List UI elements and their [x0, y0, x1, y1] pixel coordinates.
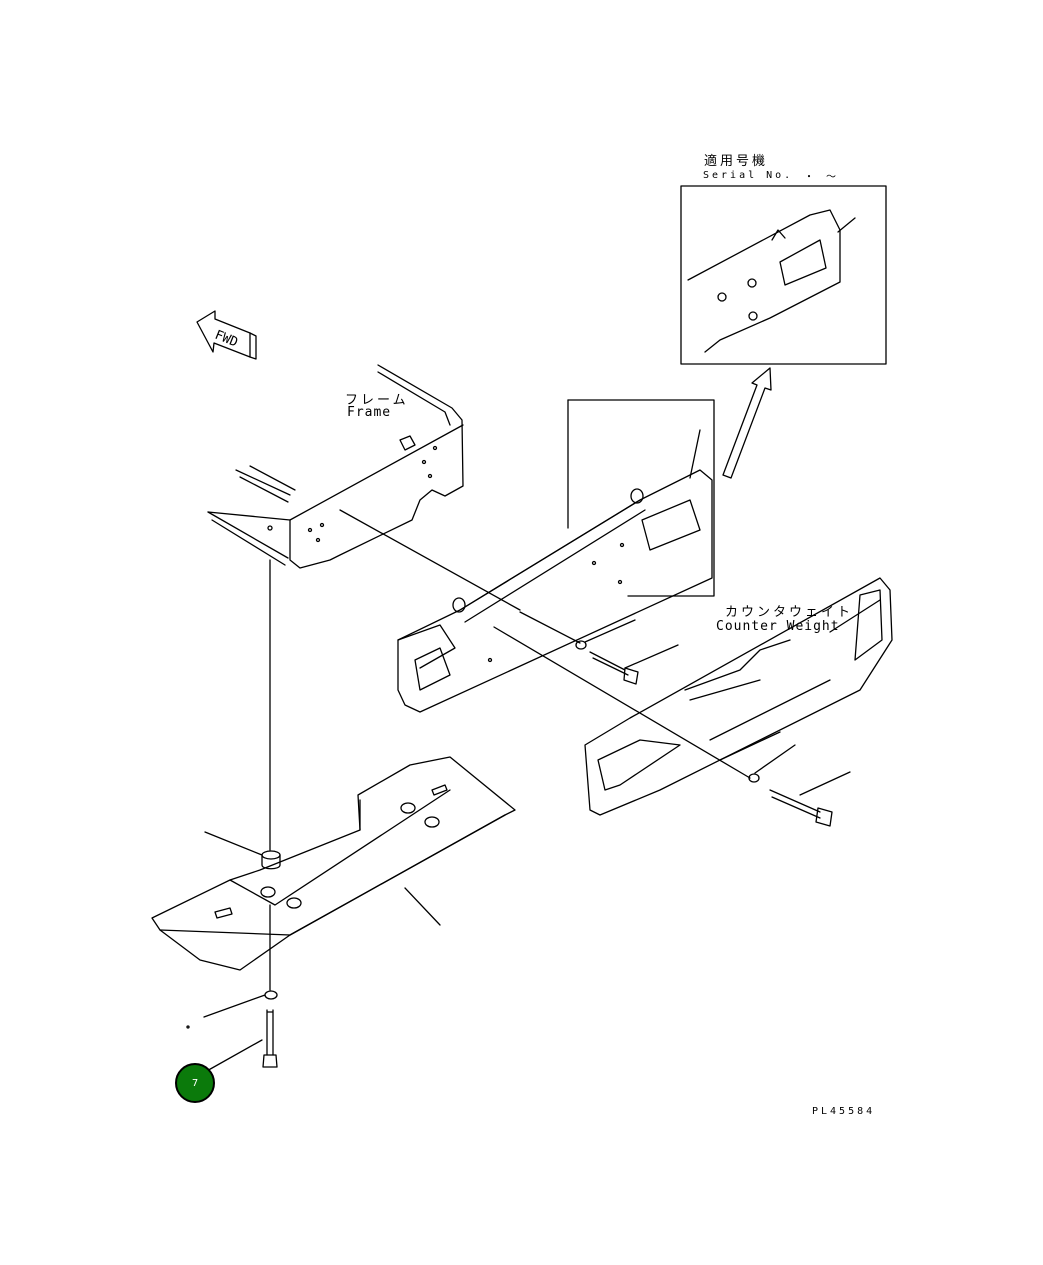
leader-line — [404, 887, 441, 926]
drawing-number: PL45584 — [812, 1106, 876, 1117]
counterweight-part — [584, 577, 893, 816]
bolt-head — [623, 667, 639, 685]
bracket-part — [397, 469, 713, 713]
washer-part — [264, 990, 278, 1000]
leader-line — [339, 509, 521, 611]
fwd-label: FWD — [213, 328, 241, 351]
leader-line — [689, 429, 701, 479]
leader-line — [493, 626, 751, 779]
lower-plate-part — [151, 756, 516, 971]
leader-line — [519, 611, 581, 644]
serial-label-jp: 適用号機 — [704, 154, 769, 169]
dot-mark — [186, 1025, 190, 1029]
detail-arrow-icon — [722, 367, 772, 479]
fwd-arrow-icon: FWD — [196, 310, 257, 360]
leader-line — [754, 744, 796, 774]
leader-line — [799, 771, 851, 796]
callout-number-badge[interactable]: 7 — [175, 1063, 215, 1103]
leader-line — [203, 994, 266, 1018]
counterweight-label-jp: カウンタウェイト — [725, 605, 854, 620]
leader-line — [204, 1039, 263, 1073]
leader-line — [204, 831, 263, 856]
bolt-head — [815, 807, 833, 827]
serial-label-en: Serial No. — [703, 170, 794, 181]
bolt-part — [769, 789, 821, 819]
callout-number: 7 — [191, 1077, 199, 1089]
leader-line — [829, 599, 881, 633]
detail-inset — [680, 185, 887, 365]
frame-label-en: Frame — [347, 405, 392, 420]
counterweight-label-en: Counter Weight — [716, 619, 840, 634]
frame-part — [207, 364, 464, 569]
washer-part — [575, 640, 587, 650]
leader-line — [584, 619, 636, 643]
bolt-part — [589, 651, 629, 676]
bolt-part — [266, 1009, 274, 1056]
washer-part — [748, 773, 760, 783]
detail-bracket-line — [567, 399, 715, 597]
leader-line — [624, 644, 679, 669]
frame-label-jp: フレーム — [345, 393, 409, 408]
bolt-head — [262, 1054, 278, 1068]
serial-range: ・ ～ — [804, 172, 840, 183]
